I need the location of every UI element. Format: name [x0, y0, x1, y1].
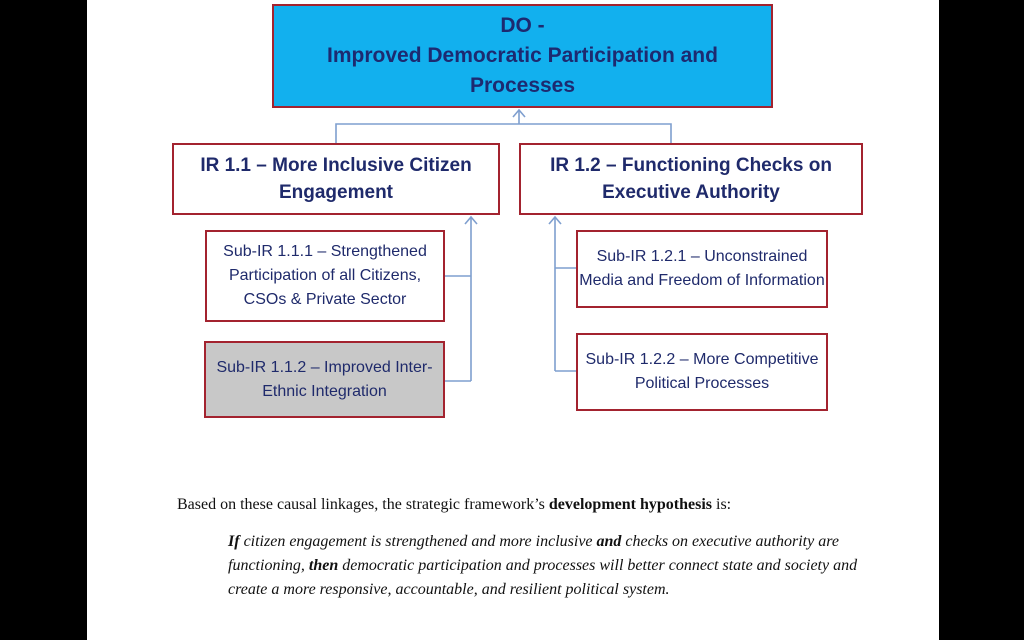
sub-ir-1-2-2-line1: Sub-IR 1.2.2 – More Competitive	[585, 351, 819, 368]
hypothesis-and: and	[596, 533, 622, 550]
hypothesis-statement: If citizen engagement is strengthened an…	[228, 530, 878, 602]
sub-ir-1-2-1-line1: Sub-IR 1.2.1 – Unconstrained	[596, 248, 808, 265]
sub-ir-1-1-2-line2: Ethnic Integration	[262, 382, 387, 400]
hypothesis-intro-end: is:	[712, 496, 732, 513]
hypothesis-part2: checks on executive authority are functi…	[228, 533, 839, 574]
sub-ir-1-1-2-box: Sub-IR 1.1.2 – Improved Inter- Ethnic In…	[204, 341, 445, 418]
ir-to-do-connector	[335, 123, 672, 143]
sub-ir-1-2-2-line2: Political Processes	[634, 375, 770, 392]
hypothesis-intro-bold: development hypothesis	[548, 496, 712, 513]
sub-ir-1-2-connector	[554, 217, 576, 372]
ir-1-1-line1: IR 1.1 – More Inclusive Citizen	[200, 155, 472, 176]
do-title: DO -	[500, 14, 545, 37]
document-page: DO - Improved Democratic Participation a…	[87, 0, 939, 640]
do-subtitle: Improved Democratic Participation and Pr…	[327, 44, 718, 97]
ir-1-2-box: IR 1.2 – Functioning Checks on Executive…	[519, 143, 863, 215]
sub-ir-1-1-1-box: Sub-IR 1.1.1 – Strengthened Participatio…	[205, 230, 445, 322]
connector-lines	[335, 108, 672, 382]
hypothesis-part3: democratic participation and processes w…	[228, 557, 858, 598]
sub-ir-1-1-connector	[445, 217, 472, 382]
sub-ir-1-1-2-line1: Sub-IR 1.1.2 – Improved Inter-	[216, 358, 433, 376]
sub-ir-1-1-1-line2: Participation of all Citizens,	[228, 267, 422, 284]
ir12-arrowhead	[548, 215, 562, 225]
hypothesis-intro: Based on these causal linkages, the stra…	[177, 496, 917, 514]
hypothesis-then: then	[308, 557, 339, 574]
sub-ir-1-2-1-line2: Media and Freedom of Information	[579, 272, 825, 289]
ir-1-2-line1: IR 1.2 – Functioning Checks on	[550, 155, 832, 176]
sub-ir-1-2-2-box: Sub-IR 1.2.2 – More Competitive Politica…	[576, 333, 828, 411]
ir-1-2-line2: Executive Authority	[602, 182, 780, 203]
ir-1-1-line2: Engagement	[278, 182, 394, 203]
hypothesis-part1: citizen engagement is strengthened and m…	[239, 533, 597, 550]
sub-ir-1-1-1-line3: CSOs & Private Sector	[243, 291, 407, 308]
hypothesis-if: If	[228, 533, 240, 550]
do-arrowhead	[512, 108, 526, 118]
do-box: DO - Improved Democratic Participation a…	[272, 4, 773, 108]
ir-1-1-box: IR 1.1 – More Inclusive Citizen Engageme…	[172, 143, 500, 215]
sub-ir-1-1-1-line1: Sub-IR 1.1.1 – Strengthened	[223, 243, 427, 260]
sub-ir-1-2-1-box: Sub-IR 1.2.1 – Unconstrained Media and F…	[576, 230, 828, 308]
hypothesis-intro-start: Based on these causal linkages, the stra…	[177, 496, 549, 513]
ir11-arrowhead	[464, 215, 478, 225]
